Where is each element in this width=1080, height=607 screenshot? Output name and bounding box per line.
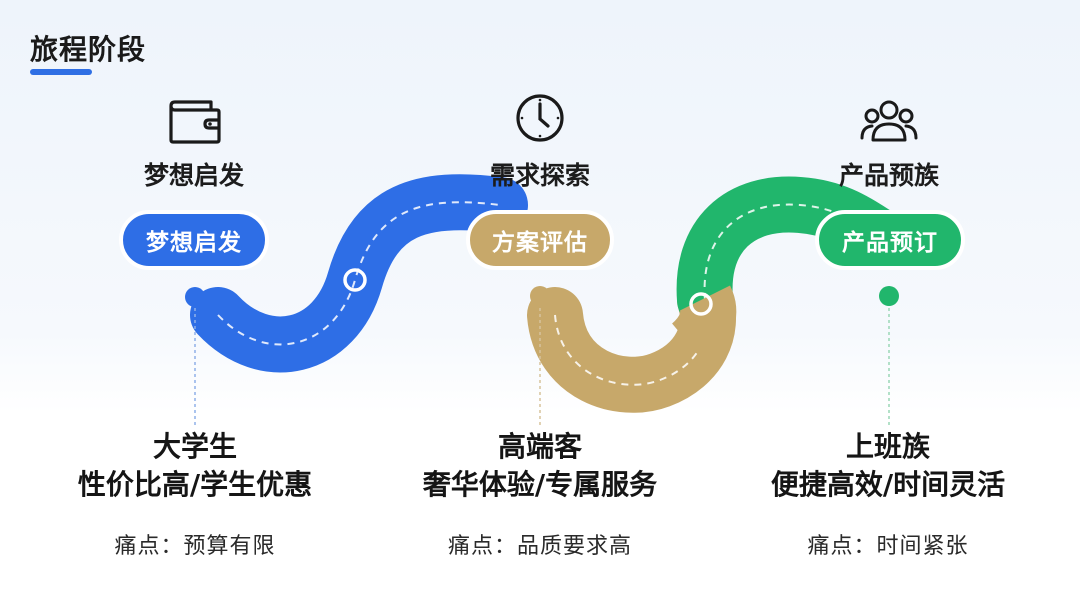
persona-name: 大学生: [152, 430, 237, 463]
blue-ring-marker: [343, 268, 367, 292]
blue-dot: [185, 287, 205, 307]
persona-pain: 痛点：品质要求高: [447, 534, 632, 559]
persona-card-1: 大学生 性价比高/学生优惠 痛点：预算有限: [25, 428, 365, 560]
page-title: 旅程阶段: [30, 33, 147, 66]
stage-label-2: 需求探索: [489, 161, 590, 190]
persona-name: 上班族: [845, 430, 930, 463]
stage-pill-3: 产品预订: [815, 210, 965, 270]
persona-name: 高端客: [497, 430, 582, 463]
persona-card-2: 高端客 奢华体验/专属服务 痛点：品质要求高: [370, 428, 710, 560]
group-icon: [860, 100, 918, 142]
stage-label-3: 产品预族: [838, 161, 939, 190]
clock-icon: [516, 94, 564, 142]
persona-pain: 痛点：预算有限: [114, 534, 276, 559]
gold-ring-marker: [689, 292, 713, 316]
persona-desc: 奢华体验/专属服务: [422, 468, 658, 501]
stage-pill-1: 梦想启发: [119, 210, 269, 270]
persona-desc: 性价比高/学生优惠: [77, 468, 313, 501]
title-underline: [30, 69, 92, 75]
gold-dot: [530, 286, 550, 306]
persona-card-3: 上班族 便捷高效/时间灵活 痛点：时间紧张: [718, 428, 1058, 560]
stage-pill-2: 方案评估: [466, 210, 614, 270]
stage-label-1: 梦想启发: [143, 161, 244, 190]
wallet-icon: [169, 100, 221, 144]
green-dot: [879, 286, 899, 306]
blue-ribbon-dash: [217, 201, 501, 346]
green-ribbon-dash: [703, 203, 886, 301]
persona-pain: 痛点：时间紧张: [807, 534, 969, 559]
persona-desc: 便捷高效/时间灵活: [770, 468, 1006, 501]
